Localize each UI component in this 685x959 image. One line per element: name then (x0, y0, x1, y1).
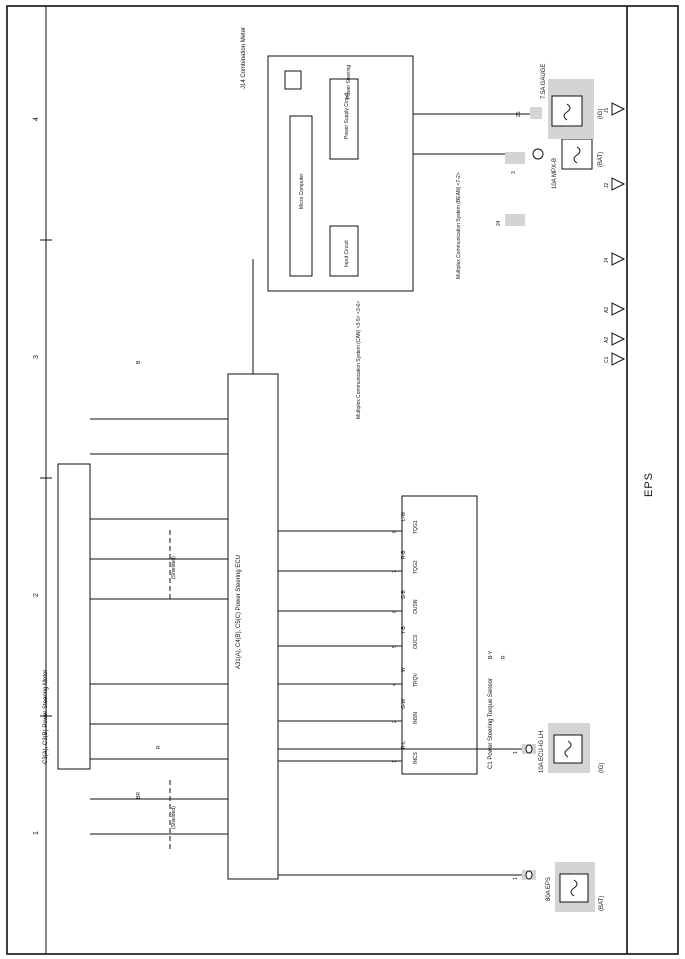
ground-label-3: J4 (604, 258, 610, 264)
svg-text:INCS: INCS (413, 751, 419, 764)
svg-text:INSN: INSN (413, 712, 419, 724)
wire-label-2: B-Y (488, 650, 494, 659)
svg-text:10A ECU-IG LH: 10A ECU-IG LH (539, 731, 545, 773)
grid-number-4: 4 (33, 117, 40, 121)
ground-symbol-2 (611, 302, 626, 316)
bean-label: Multiplex Communication System (BEAN) <7… (456, 172, 462, 279)
power-steering-indicator (284, 70, 302, 90)
fuse-80a-eps: (BAT) 80A EPS 1 (513, 862, 605, 912)
svg-text:Micro Computer: Micro Computer (299, 173, 305, 209)
svg-text:10A MPX-B: 10A MPX-B (552, 158, 558, 189)
torque-sensor-pin-labels: INCS INSN TRQV OUCS OUSN TQG2 TQG1 (413, 520, 419, 764)
wire-label-11: B (136, 360, 142, 364)
svg-text:TRQV: TRQV (413, 672, 419, 687)
wire-label-10: BR (136, 792, 142, 799)
svg-text:TQG1: TQG1 (413, 520, 419, 534)
wire-label-8: R-B (401, 550, 407, 559)
svg-text:7.5A GAUGE: 7.5A GAUGE (541, 64, 547, 99)
wire-label-1: R (501, 655, 507, 659)
page-border (6, 5, 679, 955)
fuse-10a-mpx-b: (BAT) 10A MPX-B 3 24 (496, 138, 604, 226)
svg-text:C1 Power Steering Torque Senso: C1 Power Steering Torque Sensor (488, 678, 494, 769)
svg-text:J14 Combination Meter: J14 Combination Meter (241, 27, 247, 89)
power-supply-circuit (329, 78, 359, 160)
wire-label-12: R (156, 745, 162, 749)
wire-label-5: W (401, 667, 407, 672)
ground-symbol-0 (611, 352, 626, 366)
svg-text:80A EPS: 80A EPS (546, 877, 552, 901)
grid-number-1: 1 (33, 831, 40, 835)
can-label: Multiplex Communication System (CAN) <3-… (356, 301, 362, 419)
ground-symbol-4 (611, 177, 626, 191)
svg-text:A31(A), C4(B), C5(C) Power Ste: A31(A), C4(B), C5(C) Power Steering ECU (236, 555, 242, 669)
ground-symbol-3 (611, 252, 626, 266)
svg-text:(IG): (IG) (598, 109, 604, 119)
ground-label-1: A2 (604, 337, 610, 343)
svg-text:1: 1 (513, 877, 519, 880)
ground-label-5: J1 (604, 108, 610, 114)
wire-label-4: G-W (401, 698, 407, 709)
ground-symbol-1 (611, 332, 626, 346)
svg-text:OUSN: OUSN (413, 599, 419, 614)
svg-text:1: 1 (513, 751, 519, 754)
svg-text:Power Supply Circuit: Power Supply Circuit (344, 92, 350, 139)
svg-text:Input Circuit: Input Circuit (344, 240, 350, 267)
fuse-10a-ecu-ig-lh: (IG) 10A ECU-IG LH 1 (513, 723, 605, 773)
svg-text:C3(A), C3(B) Power Steering Mo: C3(A), C3(B) Power Steering Motor (43, 670, 49, 764)
ground-label-0: C1 (604, 356, 610, 363)
torque-sensor-c1: C1 Power Steering Torque Sensor INCS INS… (392, 495, 494, 775)
wire-label-6: Y-B (401, 625, 407, 634)
power-steering-motor: C3(A), C3(B) Power Steering Motor (43, 463, 91, 770)
wire-layer (90, 113, 530, 876)
svg-text:TQG2: TQG2 (413, 560, 419, 574)
wire-label-3: R-L (401, 741, 407, 749)
svg-text:(BAT): (BAT) (598, 152, 604, 167)
wire-label-7: G-B (401, 589, 407, 599)
micro-computer (289, 115, 313, 277)
svg-text:(IG): (IG) (599, 763, 605, 773)
svg-text:OUCS: OUCS (413, 634, 419, 649)
power-steering-ecu: A31(A), C4(B), C5(C) Power Steering ECU (227, 373, 279, 880)
grid-number-3: 3 (33, 355, 40, 359)
svg-text:(BAT): (BAT) (599, 896, 605, 911)
svg-text:3: 3 (511, 171, 517, 174)
fuse-7-5a-gauge: (IG) 7.5A GAUGE 25 (516, 64, 604, 139)
wire-label-9: L-W (401, 512, 407, 521)
grid-number-2: 2 (33, 593, 40, 597)
page-title: EPS (643, 472, 655, 497)
wire-labels: R B-Y R-L G-W W Y-B G-B R-B L-W BR B R (136, 360, 507, 799)
combination-meter-j14: J14 Combination Meter Power Supply Circu… (241, 27, 414, 292)
svg-text:24: 24 (496, 220, 502, 226)
input-circuit (329, 225, 359, 277)
ground-symbol-5 (611, 102, 626, 116)
shielded-label-1: (Shielded) (171, 806, 177, 829)
ground-label-4: J2 (604, 183, 610, 189)
ground-label-2: A2 (604, 307, 610, 313)
svg-text:Power Steering: Power Steering (346, 65, 352, 99)
shielded-label-2: (Shielded) (171, 556, 177, 579)
